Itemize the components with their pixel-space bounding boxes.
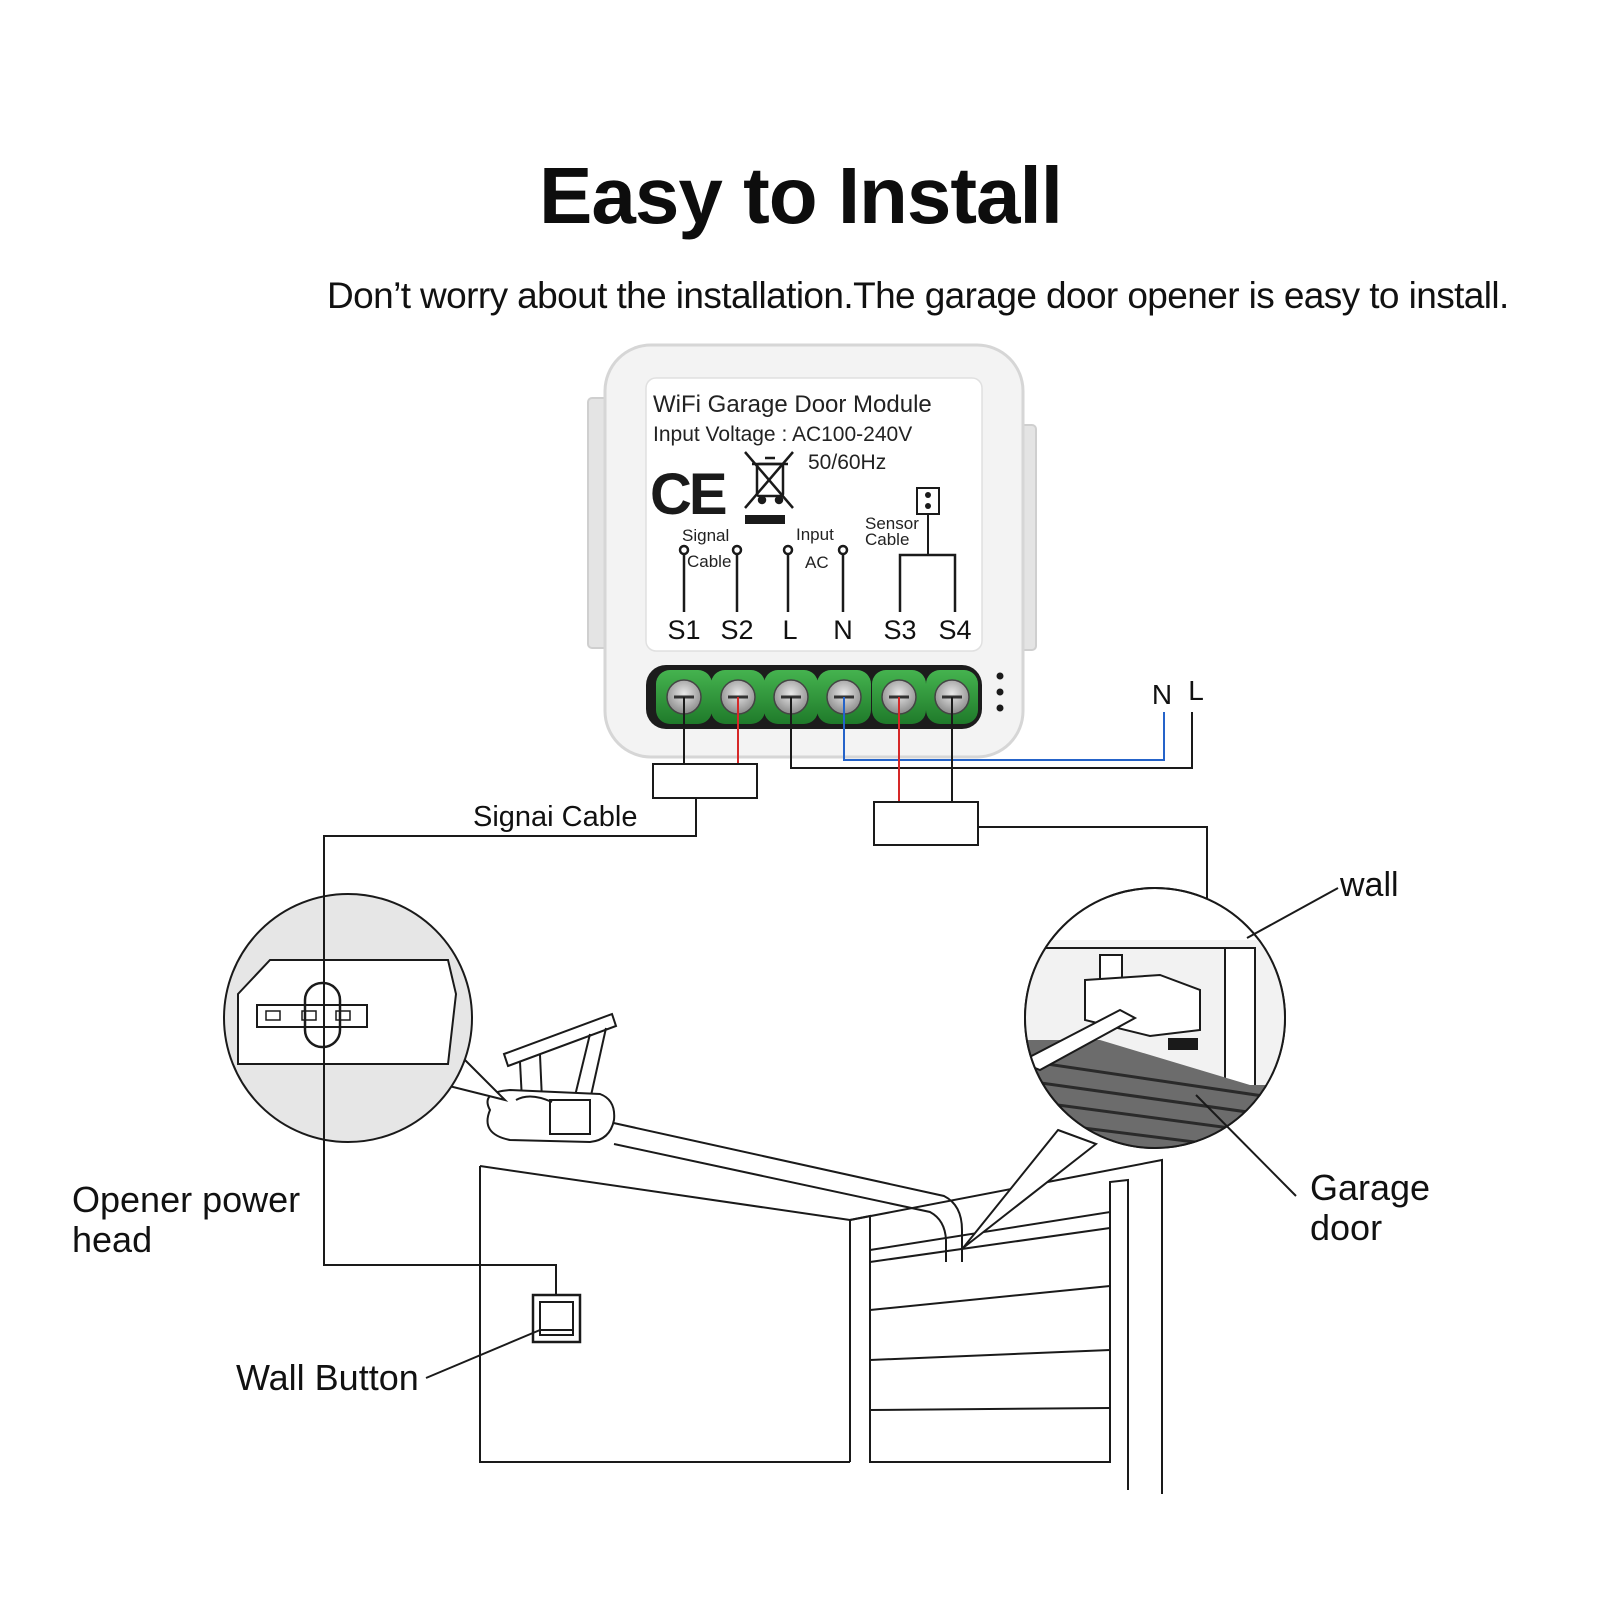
terminal-label-l: L	[782, 615, 797, 645]
signal-junction-box	[652, 763, 758, 799]
garage-door-leader	[1195, 1094, 1297, 1197]
module-voltage: Input Voltage : AC100-240V	[653, 423, 912, 446]
garage-door-label-line2: door	[1310, 1207, 1382, 1248]
module-frequency: 50/60Hz	[808, 451, 886, 474]
input-label-2: AC	[805, 553, 829, 572]
sensor-junction-box	[873, 801, 979, 846]
opener-rail-bottom	[613, 1143, 947, 1262]
opener-rail	[599, 1119, 963, 1262]
signal-label-1: Signal	[682, 526, 729, 545]
wiring	[683, 697, 1193, 802]
garage-scene	[479, 1012, 1163, 1494]
wall-leader	[1246, 887, 1339, 939]
garage-left-wall	[479, 1166, 850, 1463]
terminal-label-s2: S2	[720, 615, 753, 645]
terminal-label-s4: S4	[938, 615, 971, 645]
ce-mark: CE	[650, 462, 726, 527]
wall-button-leader	[425, 1329, 541, 1379]
mains-l-label: L	[1188, 675, 1204, 706]
weee-bar-icon	[745, 515, 785, 524]
wall-label: wall	[1339, 866, 1399, 904]
terminal-label-s1: S1	[667, 615, 700, 645]
signal-label-2: Cable	[687, 552, 731, 571]
sensor-label-2: Cable	[865, 530, 909, 549]
opener-label-line1: Opener power	[72, 1179, 300, 1220]
page-title: Easy to Install	[539, 151, 1063, 240]
opener-label-line2: head	[72, 1219, 152, 1260]
opener-bracket	[502, 1012, 618, 1101]
opener-power-head	[486, 1088, 616, 1144]
wall-button[interactable]	[531, 1293, 582, 1344]
wifi-garage-door-module: WiFi Garage Door Module Input Voltage : …	[587, 343, 1037, 759]
module-dots	[996, 672, 1004, 712]
sensor-label-1: Sensor	[865, 514, 919, 533]
wire-l	[790, 697, 1193, 769]
module-label-panel	[645, 377, 983, 652]
wire-n	[843, 697, 1165, 761]
input-label-1: Input	[796, 525, 834, 544]
module-name: WiFi Garage Door Module	[653, 391, 932, 418]
sensor-connector-icon	[916, 487, 940, 555]
signal-cable-label: Signai Cable	[473, 801, 637, 833]
terminal-schematic	[678, 544, 957, 612]
garage-door	[849, 1178, 1129, 1490]
sensor-zoom-callout	[962, 887, 1286, 1249]
garage-door-label-line1: Garage	[1310, 1167, 1430, 1208]
page-subtitle: Don’t worry about the installation.The g…	[327, 275, 1509, 316]
terminal-label-s3: S3	[883, 615, 916, 645]
weee-bin-icon	[744, 451, 794, 509]
sensor-zoom-pointer	[962, 1128, 1099, 1249]
wall-button-label: Wall Button	[236, 1357, 419, 1398]
mains-n-label: N	[1152, 679, 1172, 710]
garage-back-wall	[849, 1158, 1163, 1494]
opener-zoom-callout	[223, 893, 509, 1143]
terminal-label-n: N	[833, 615, 853, 645]
